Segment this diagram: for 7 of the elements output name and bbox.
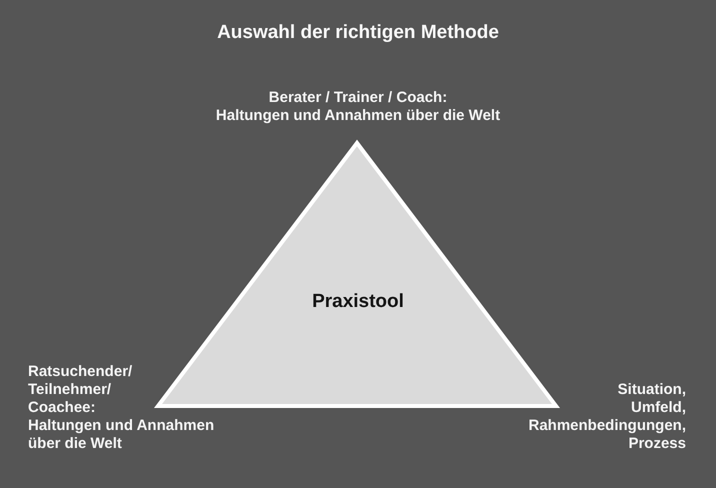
corner-description: Haltungen und Annahmen über die Welt <box>216 107 500 125</box>
corner-heading: Ratsuchender/ Teilnehmer/ Coachee: <box>28 363 134 417</box>
corner-label: Situation, Umfeld, Rahmenbedingungen, Prozess <box>528 381 686 453</box>
node-label: Praxistool <box>312 291 404 313</box>
corner-heading: Berater / Trainer / Coach: <box>268 89 448 107</box>
title: Auswahl der richtigen Methode <box>217 21 499 45</box>
corner-description: Haltungen und Annahmen über die Welt <box>28 417 216 453</box>
